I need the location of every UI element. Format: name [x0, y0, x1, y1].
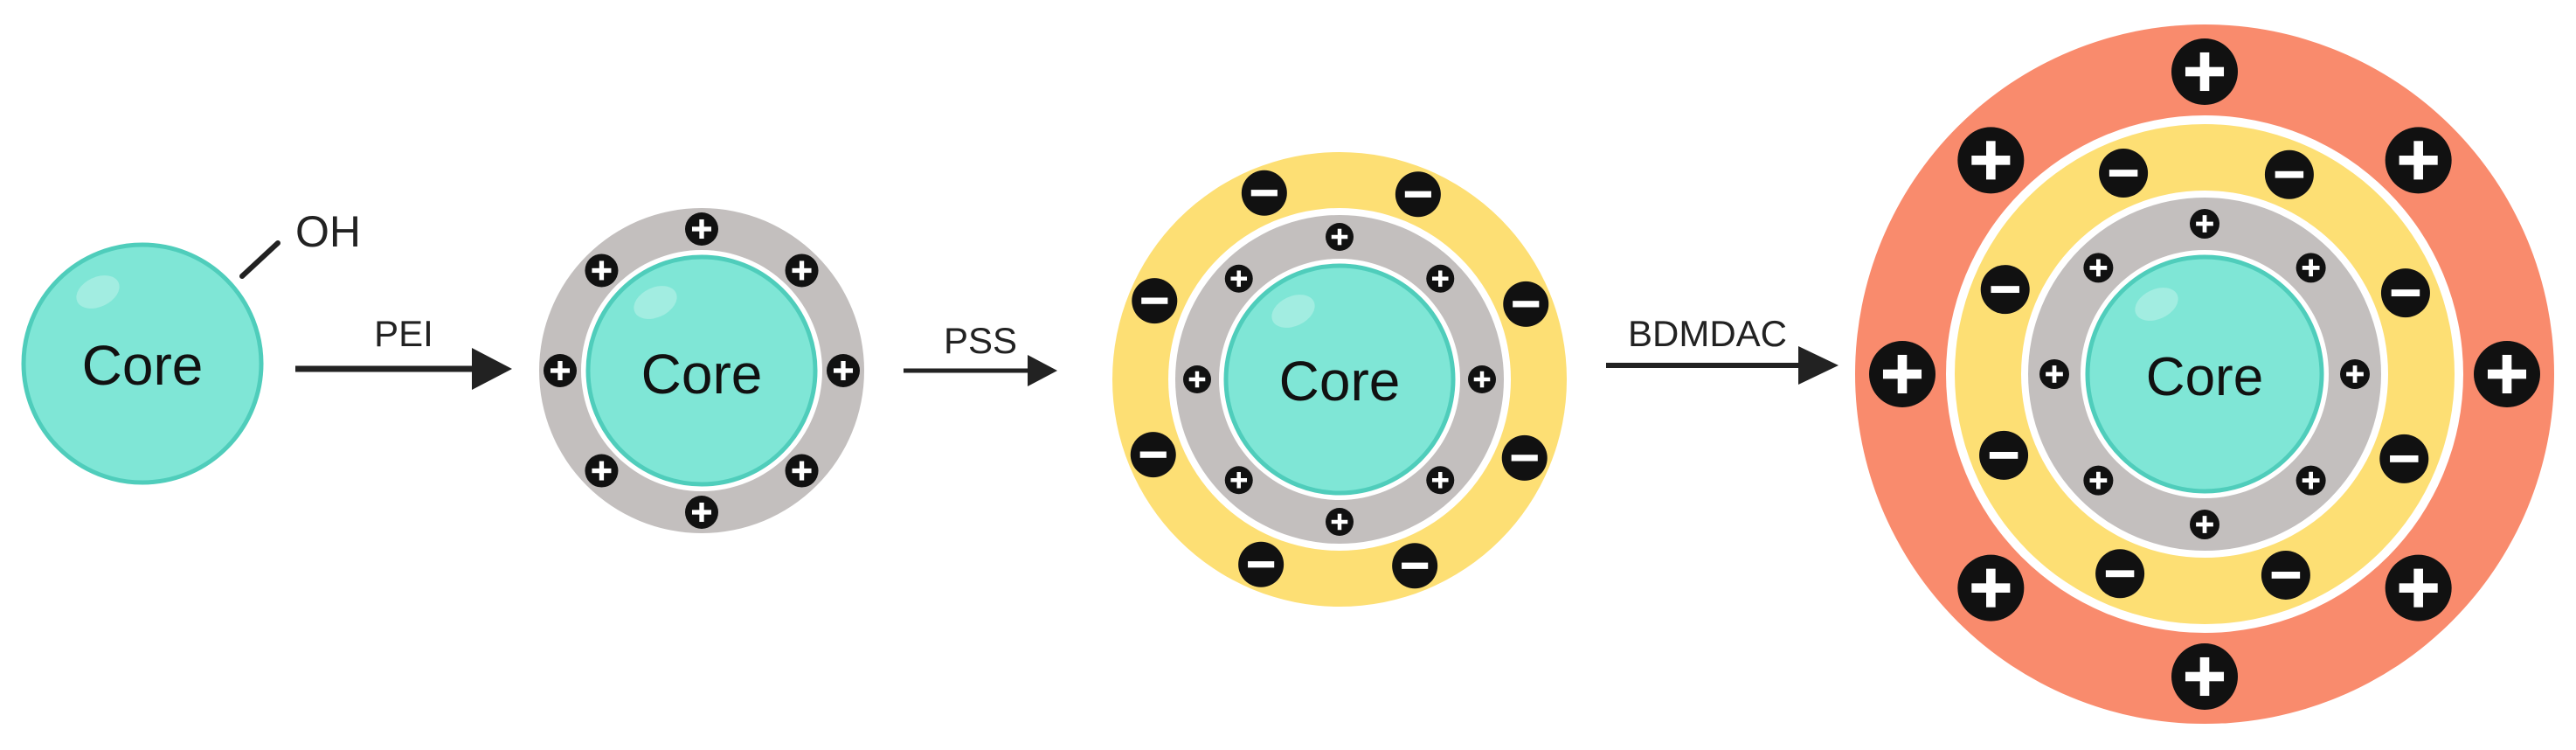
positive-charge-icon: [2083, 253, 2114, 283]
core-particle: [585, 254, 818, 487]
core-highlight: [634, 286, 677, 319]
positive-charges-ring: [544, 212, 860, 529]
negative-charge-icon: [1132, 278, 1178, 324]
positive-charge-icon: [1326, 223, 1354, 251]
arrow-head: [1798, 346, 1839, 385]
core-particle: [2085, 254, 2324, 494]
stage-3-pss-coated: Core: [1112, 152, 1567, 607]
negative-charge-icon: [1238, 541, 1285, 587]
core-particle: [21, 242, 264, 485]
positive-charge-icon: [1326, 508, 1354, 536]
positive-charge-icon: [2171, 643, 2238, 710]
positive-charge-icon: [1426, 466, 1455, 495]
positive-charge-icon: [1183, 365, 1211, 393]
positive-charge-icon: [2083, 465, 2114, 496]
charges-rings: [1130, 170, 1549, 589]
negative-charge-icon: [1241, 170, 1287, 216]
stage-2-pei-coated: Core: [539, 208, 864, 533]
negative-charge-icon: [1395, 171, 1441, 218]
positive-charge-icon: [785, 253, 819, 288]
core-highlight: [1271, 295, 1315, 328]
arrow-head: [472, 348, 512, 390]
step-label: BDMDAC: [1628, 313, 1787, 354]
negative-charge-icon: [1392, 543, 1438, 589]
negative-charge-icon: [2261, 550, 2310, 600]
negative-charge-icon: [2380, 268, 2430, 318]
core-highlight: [2135, 288, 2178, 321]
positive-charge-icon: [544, 354, 577, 387]
positive-charge-icon: [1957, 554, 2025, 622]
positive-charge-icon: [1869, 341, 1935, 407]
positive-charge-icon: [2171, 38, 2238, 105]
positive-charge-icon: [2039, 359, 2069, 389]
arrow-head: [1028, 355, 1057, 386]
positive-charge-icon: [1224, 466, 1253, 495]
negative-charge-icon: [1980, 265, 2030, 315]
positive-charge-icon: [685, 212, 718, 246]
step-label: PEI: [374, 313, 433, 354]
positive-charge-icon: [2190, 510, 2219, 539]
core-particle: [1223, 263, 1456, 496]
positive-charge-icon: [2385, 127, 2452, 194]
positive-charge-icon: [685, 496, 718, 529]
step-label: PSS: [944, 320, 1017, 361]
positive-charge-icon: [2190, 209, 2219, 239]
charges-rings: [1869, 38, 2540, 710]
positive-charge-icon: [2296, 465, 2326, 496]
negative-charge-icon: [2379, 434, 2429, 483]
negative-charge-icon: [1979, 430, 2029, 480]
positive-charge-icon: [2474, 341, 2540, 407]
oh-group-label: OH: [295, 207, 361, 256]
positive-charge-icon: [2296, 253, 2326, 283]
positive-charge-icon: [585, 253, 619, 288]
positive-charge-icon: [1426, 264, 1455, 293]
positive-charge-icon: [585, 454, 619, 488]
positive-charge-icon: [785, 454, 819, 488]
core-highlight: [76, 275, 120, 309]
negative-charge-icon: [1501, 434, 1548, 481]
stage-1-bare-core: Core OH: [21, 207, 361, 485]
step-arrow-pss: PSS: [904, 320, 1057, 386]
negative-charge-icon: [1130, 432, 1176, 478]
negative-charge-icon: [2095, 549, 2145, 599]
core-label: Core: [1279, 350, 1401, 413]
positive-charge-icon: [2340, 359, 2370, 389]
stage-4-bdmdac-coated: Core: [1855, 24, 2554, 724]
core-label: Core: [641, 343, 763, 406]
step-arrow-pei: PEI: [295, 313, 512, 390]
oh-bond-line: [239, 240, 280, 279]
positive-charge-icon: [1224, 264, 1253, 293]
step-arrow-bdmdac: BDMDAC: [1606, 313, 1839, 385]
positive-charge-icon: [1468, 365, 1496, 393]
positive-charge-icon: [827, 354, 860, 387]
positive-charge-icon: [1957, 127, 2025, 194]
negative-charge-icon: [1503, 281, 1549, 327]
core-label: Core: [82, 334, 204, 397]
positive-charge-icon: [2385, 554, 2452, 622]
negative-charge-icon: [2099, 149, 2149, 198]
negative-charge-icon: [2264, 149, 2314, 199]
core-label: Core: [2146, 347, 2263, 407]
